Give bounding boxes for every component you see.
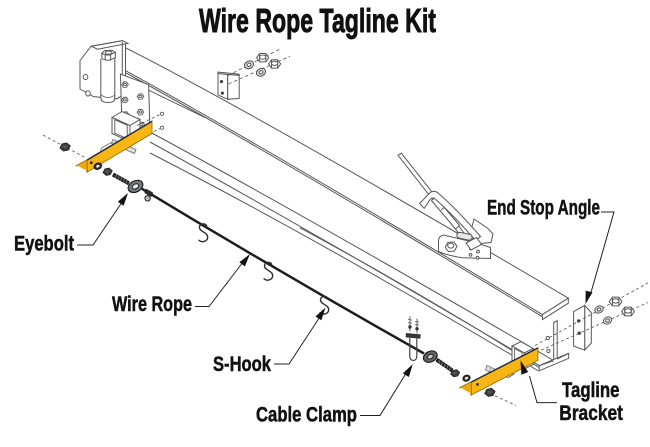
svg-text:Cable Clamp: Cable Clamp (256, 404, 357, 427)
svg-text:Bracket: Bracket (559, 402, 623, 425)
svg-text:Eyebolt: Eyebolt (14, 233, 74, 256)
svg-text:S-Hook: S-Hook (213, 353, 271, 376)
svg-text:Tagline: Tagline (562, 379, 620, 402)
svg-text:End Stop Angle: End Stop Angle (487, 197, 600, 220)
svg-text:Wire Rope: Wire Rope (112, 293, 192, 316)
svg-text:Wire Rope Tagline Kit: Wire Rope Tagline Kit (199, 3, 436, 40)
